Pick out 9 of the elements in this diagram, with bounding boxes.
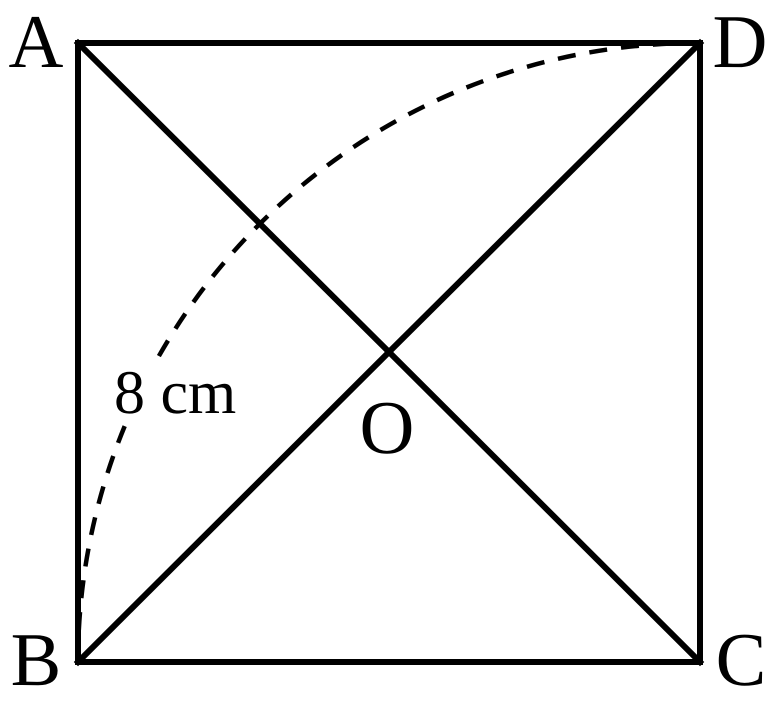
vertex-label: B (2, 618, 70, 702)
vertex-label: O (352, 388, 422, 468)
vertex-label: D (704, 0, 776, 84)
vertex-label: A (2, 0, 70, 84)
line-segment (386, 40, 703, 355)
line-segment (75, 40, 392, 355)
line-segment (75, 349, 392, 665)
vertex-label: C (706, 618, 776, 702)
line-segment (386, 349, 703, 665)
